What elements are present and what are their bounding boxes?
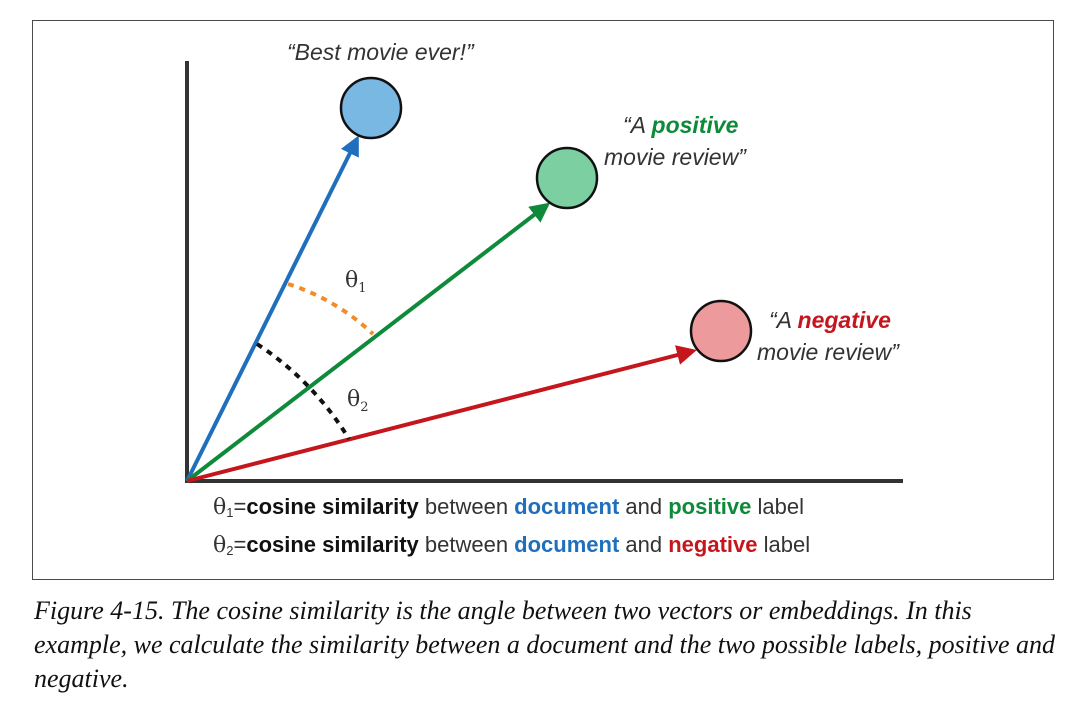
cosine-similarity-diagram: “Best movie ever!” “A positive movie rev… xyxy=(185,39,903,483)
positive-embedding-circle xyxy=(535,146,599,210)
positive-vector-arrow xyxy=(185,202,551,483)
theta1-label: θ1 xyxy=(345,268,367,296)
figure-number: Figure 4-15. xyxy=(34,596,165,625)
legend-row-theta2: θ2=cosine similarity between document an… xyxy=(213,532,811,558)
negative-label-line2: movie review” xyxy=(757,339,900,365)
term-cosine-similarity: cosine similarity xyxy=(246,494,419,519)
theta2-label: θ2 xyxy=(347,387,369,415)
negative-embedding-circle xyxy=(689,299,753,363)
positive-keyword: positive xyxy=(651,112,739,138)
negative-keyword: negative xyxy=(798,307,892,333)
term-negative: negative xyxy=(668,532,758,557)
positive-label-line1: “A positive xyxy=(623,112,739,138)
caption-text: The cosine similarity is the angle betwe… xyxy=(34,596,1056,693)
document-label: “Best movie ever!” xyxy=(287,39,475,65)
term-document: document xyxy=(514,532,620,557)
term-positive: positive xyxy=(668,494,752,519)
document-embedding-circle xyxy=(339,76,403,140)
positive-label-line2: movie review” xyxy=(604,144,747,170)
figure-caption: Figure 4-15. The cosine similarity is th… xyxy=(34,594,1064,696)
term-document: document xyxy=(514,494,620,519)
figure-frame: “Best movie ever!” “A positive movie rev… xyxy=(32,20,1054,580)
document-vector-arrow xyxy=(185,135,359,482)
legend: θ1=cosine similarity between document an… xyxy=(213,491,810,567)
negative-label-line1: “A negative xyxy=(769,307,891,333)
legend-row-theta1: θ1=cosine similarity between document an… xyxy=(213,494,804,520)
theta1-arc xyxy=(287,282,375,336)
theta2-arc xyxy=(255,342,351,441)
term-cosine-similarity: cosine similarity xyxy=(246,532,419,557)
negative-vector-arrow xyxy=(186,345,697,483)
